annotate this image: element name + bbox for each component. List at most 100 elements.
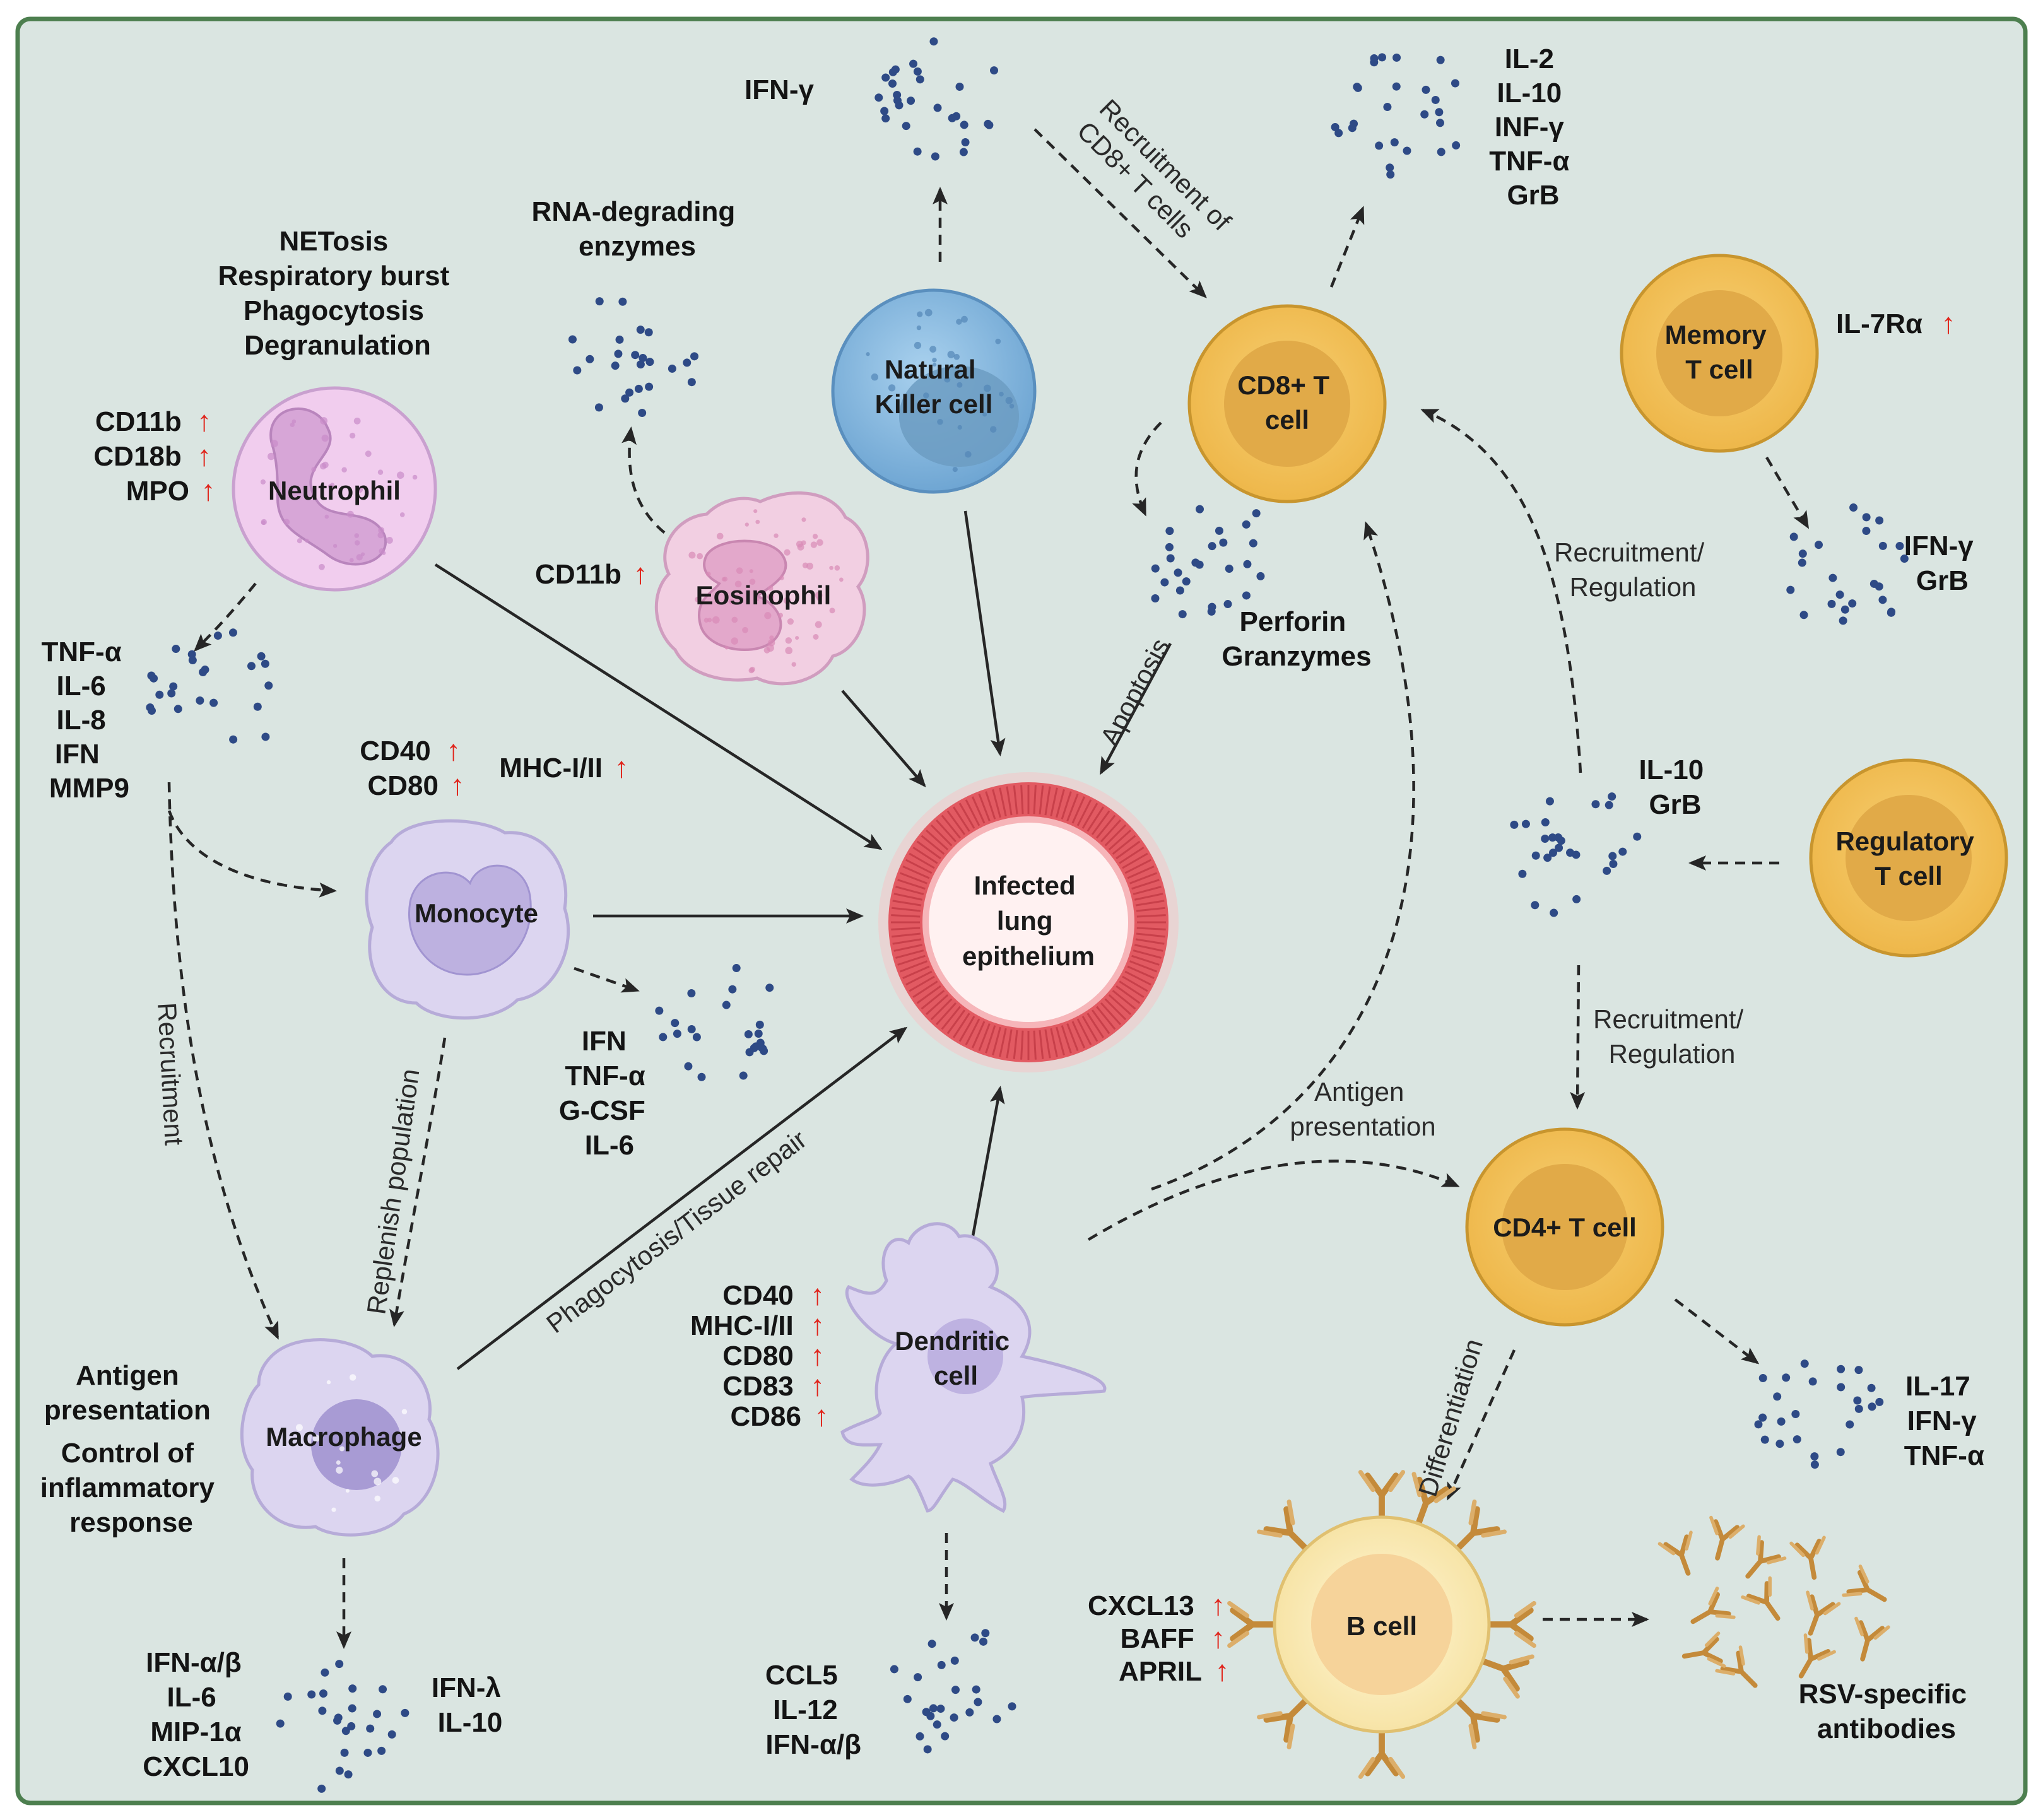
cytokine-cluster [890,1629,1016,1754]
cd8-to-cytokines-arrow [1329,206,1365,288]
arrows [167,128,1810,1649]
monocyte-mhc-up-arrow: ↑ [615,751,629,784]
dendritic-cytokines: CCL5 IL-12 IFN-α/β [765,1660,861,1760]
treg-label-2: T cell [1875,861,1942,891]
treg-label-1: Regulatory [1835,826,1974,856]
eosinophil-secretion: RNA-degrading enzymes [532,196,743,262]
antibodies-label: RSV-specific antibodies [1799,1679,1975,1744]
monocyte-mhc: MHC-I/II [499,753,603,784]
neutrophil-cytokines: TNF-α IL-6 IL-8 IFN MMP9 [42,637,129,804]
monocyte-up-arrows: ↑ ↑ [446,734,469,801]
nk-cell: Natural Killer cell [831,288,1037,494]
svg-text:Memory T cell: Memory T cell [1665,320,1774,384]
eosinophil-to-epithelium-arrow [841,690,926,788]
treg-upper-recruitment-arrow [1420,408,1582,773]
neutrophil-up-arrows: ↑ ↑ ↑ [197,404,220,507]
cytokine-cluster [1331,53,1461,179]
neutrophil-to-epithelium-arrow [434,563,883,850]
cd8-label-2: cell [1265,405,1309,435]
svg-text:Natural Killer cell: Natural Killer cell [875,355,993,419]
monocyte-to-ifn-arrow [574,966,640,993]
treg-lower-recruitment-arrow [1570,965,1586,1110]
dendritic-markers: CD40 MHC-I/II CD80 CD83 CD86 [690,1280,801,1432]
monocyte-cytokines: IFN TNF-α G-CSF IL-6 [559,1026,653,1161]
macrophage-functions: Antigen presentation Control of inflamma… [40,1360,223,1538]
cd4-cytokines: IL-17 IFN-γ TNF-α [1904,1371,1984,1471]
macrophage-cytokines-left: IFN-α/β IL-6 MIP-1α CXCL10 [143,1647,249,1782]
macrophage-cytokines-right: IFN-λ IL-10 [432,1672,509,1738]
regulatory-t-cell: Regulatory T cell [1809,758,2008,958]
svg-text:Infected lung epit: Infected lung epithelium [962,871,1095,971]
cd8-t-cell: CD8+ T cell [1187,304,1387,503]
memory-cytokines: IFN-γ GrB [1904,531,1981,596]
nk-label-2: Killer cell [875,389,993,419]
memory-label-2: T cell [1685,355,1753,384]
cytokine-cluster [276,1660,409,1793]
bcell-markers: CXCL13 BAFF APRIL [1088,1590,1202,1687]
bcell-label: B cell [1346,1611,1417,1641]
monocyte-cell: Monocyte [365,819,570,1020]
macrophage-label: Macrophage [266,1422,421,1452]
epithelium-label-1: Infected [974,871,1076,900]
memory-to-cytokines-arrow [1765,456,1810,529]
cd4-t-cell: CD4+ T cell [1465,1127,1664,1327]
recruitment-cd8-arrow [1033,128,1207,298]
cytokine-cluster [1754,1359,1884,1469]
cd8-cytokines: IL-2 IL-10 INF-γ TNF-α GrB [1489,44,1577,211]
neutrophil-cytokines-to-monocyte-arrow [167,810,337,898]
cd8-label-1: CD8+ T [1237,370,1329,400]
cytokine-cluster [1786,503,1909,625]
cytokine-cluster [146,628,273,744]
eosinophil-up-arrow: ↑ [633,557,648,590]
cd4-to-cytokines-arrow [1674,1298,1760,1365]
monocyte-markers: CD40 CD80 [360,736,439,801]
treg-cytokines: IL-10 GrB [1639,754,1712,820]
cytokine-cluster [568,297,699,417]
nk-cytokine: IFN-γ [745,74,815,105]
svg-text:Regulatory T cell: Regulatory T cell [1835,826,1981,891]
treg-upper-recruitment-label: Recruitment/ Regulation [1554,537,1712,602]
neutrophil-to-cytokines-arrow [194,582,257,652]
cd8-effectors: Perforin Granzymes [1222,606,1371,672]
monocyte-label: Monocyte [415,898,538,928]
antigen-presentation-label: Antigen presentation [1290,1077,1435,1141]
eosinophil-label: Eosinophil [696,580,832,610]
svg-text:Dendritic cell: Dendritic cell [895,1326,1017,1390]
infected-lung-epithelium: Infected lung epithelium [878,772,1179,1072]
differentiation-arrow [1446,1349,1516,1501]
cytokine-cluster [1510,792,1642,917]
bcell-up-arrows: ↑ ↑ ↑ [1211,1588,1233,1687]
dendritic-label-1: Dendritic [895,1326,1010,1356]
memory-up-arrow: ↑ [1941,307,1956,339]
macrophage-to-epithelium-arrow [456,1026,908,1370]
dendritic-label-2: cell [934,1361,978,1390]
neutrophil-cell: Neutrophil [232,386,437,592]
memory-t-cell: Memory T cell [1620,254,1819,453]
treg-lower-recruitment-label: Recruitment/ Regulation [1593,1004,1751,1069]
recruitment-macrophage-arrow [167,782,280,1340]
cd4-label: CD4+ T cell [1493,1212,1637,1242]
eosinophil-marker: CD11b [535,559,621,590]
epithelium-label-3: epithelium [962,941,1095,971]
dendritic-to-epithelium-arrow [970,1086,1005,1243]
memory-label-1: Memory [1665,320,1767,349]
rsv-antibodies-graphic [1657,1515,1890,1688]
neutrophil-markers: CD11b CD18b MPO [93,406,189,507]
cytokine-cluster [874,37,999,161]
dendritic-cell: Dendritic cell [840,1222,1107,1513]
eosinophil-cell: Eosinophil [654,491,869,686]
memory-marker: IL-7Rα [1836,308,1922,339]
neutrophil-label: Neutrophil [268,476,401,505]
dendritic-to-cd4-arrow [1087,1160,1460,1241]
replenish-arrow [389,1037,447,1327]
cd8-to-perforin-arrow [1132,421,1162,517]
neutrophil-functions: NETosis Respiratory burst Phagocytosis D… [218,226,457,361]
epithelium-label-2: lung [997,906,1053,936]
cytokine-clusters [146,37,1909,1793]
apoptosis-arrow [1100,642,1172,775]
macrophage-cell: Macrophage [240,1338,440,1537]
svg-text:CD8+ T cell: CD8+ T cell [1237,370,1337,435]
b-cell: B cell [1227,1470,1536,1779]
cytokine-cluster [1151,505,1265,619]
